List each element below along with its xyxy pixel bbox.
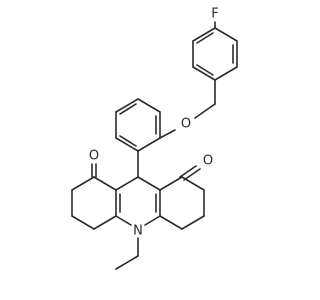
- bond: [115, 255, 139, 270]
- molecule-structure-diagram: F O O O N: [71, 7, 238, 270]
- bond: [159, 176, 183, 191]
- bond: [137, 98, 161, 113]
- bond: [179, 165, 197, 178]
- ether-oxygen-label: O: [181, 117, 191, 132]
- bond: [119, 135, 137, 147]
- bond: [192, 66, 216, 81]
- bond: [93, 176, 117, 191]
- fluorine-label: F: [211, 7, 218, 22]
- bond: [196, 64, 214, 76]
- right-ketone-oxygen-label: O: [203, 154, 213, 169]
- bond: [159, 215, 183, 230]
- bond: [115, 98, 139, 113]
- bond: [183, 168, 201, 181]
- bond: [144, 215, 161, 226]
- bond: [119, 103, 137, 115]
- nitrogen-label: N: [133, 224, 143, 239]
- bond: [115, 215, 132, 226]
- bond: [214, 27, 238, 42]
- bond: [71, 176, 95, 191]
- bond: [181, 215, 205, 230]
- ether-oxygen-atom: O: [181, 117, 191, 132]
- bond: [137, 137, 161, 152]
- bond: [214, 66, 238, 81]
- fluorine-atom: F: [211, 7, 218, 22]
- bond: [115, 176, 139, 191]
- bond: [192, 27, 216, 42]
- bond: [194, 103, 216, 119]
- bond: [115, 137, 139, 152]
- nitrogen-atom: N: [133, 224, 143, 239]
- left-ketone-oxygen-label: O: [89, 149, 99, 164]
- bond: [93, 215, 117, 230]
- bond: [137, 176, 161, 191]
- left-ketone-oxygen-atom: O: [89, 149, 99, 164]
- structure-canvas: F O O O N: [71, 6, 238, 270]
- bond-lines: [71, 21, 238, 270]
- bond: [196, 32, 214, 44]
- right-ketone-oxygen-atom: O: [203, 154, 213, 169]
- bond: [159, 129, 176, 139]
- bond: [71, 215, 95, 230]
- atom-labels: F O O O N: [89, 7, 219, 239]
